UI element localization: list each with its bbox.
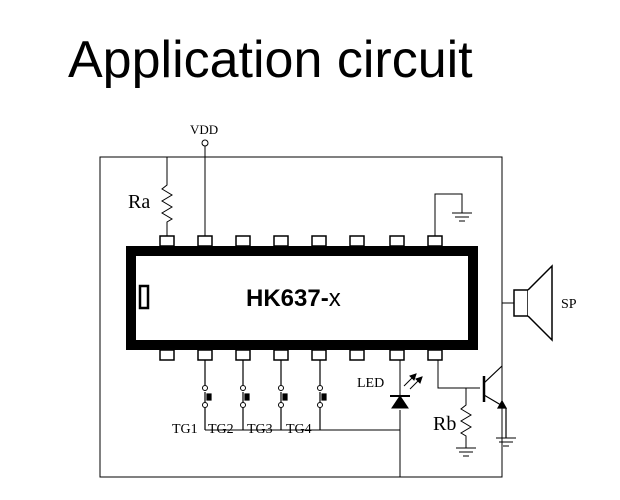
outer-wire-top-right <box>167 156 503 478</box>
tg3-label: TG3 <box>247 422 273 437</box>
vdd-terminal <box>201 139 209 147</box>
ground-symbol-rb <box>456 447 476 457</box>
switch-tg1 <box>204 360 212 430</box>
chip-notch <box>138 284 150 310</box>
chip-label: HK637-x <box>246 285 341 312</box>
outer-wire-left <box>99 156 400 478</box>
output-wire <box>437 360 480 389</box>
vdd-label: VDD <box>190 122 218 137</box>
page-title: Application circuit <box>68 31 473 89</box>
chip-inner <box>136 256 468 340</box>
ground-symbol-top <box>452 212 472 222</box>
tg1-label: TG1 <box>172 422 198 437</box>
led-symbol <box>390 373 423 409</box>
speaker-symbol <box>513 264 553 342</box>
tg2-label: TG2 <box>208 422 234 437</box>
transistor-symbol <box>482 365 508 438</box>
switch-tg4 <box>319 360 327 430</box>
sp-label: SP <box>561 297 577 312</box>
rb-label: Rb <box>433 413 456 435</box>
ra-label: Ra <box>128 191 150 213</box>
switch-tg3 <box>280 360 288 430</box>
ra-resistor <box>161 157 173 236</box>
tg4-label: TG4 <box>286 422 312 437</box>
led-label: LED <box>357 376 384 391</box>
ground-symbol-transistor <box>496 437 516 447</box>
ground-wire-top <box>434 193 463 236</box>
rb-resistor <box>460 388 472 448</box>
switch-tg2 <box>242 360 250 430</box>
